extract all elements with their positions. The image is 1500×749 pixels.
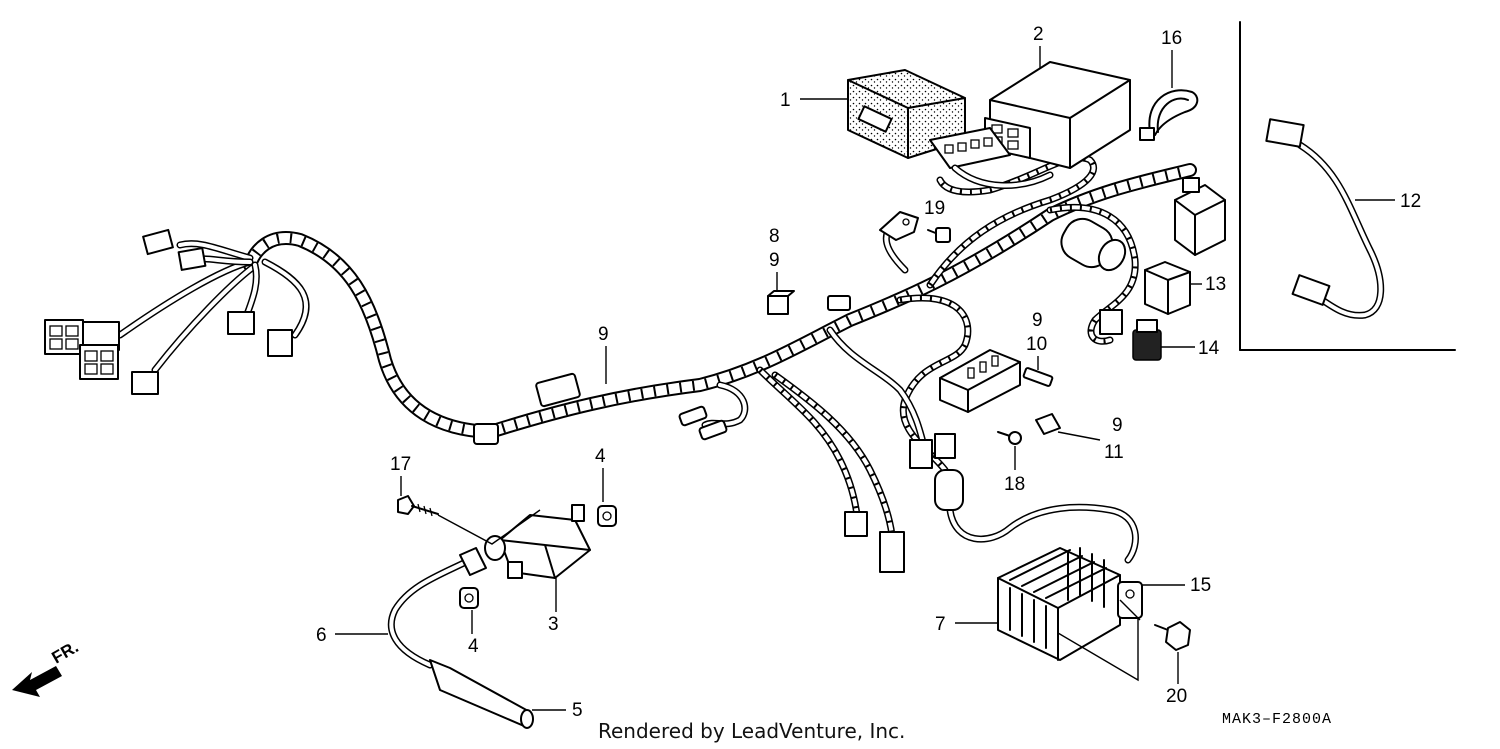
callout-1: 1 [780,90,848,111]
callout-6: 6 [316,625,388,646]
leader-17-to-3 [437,509,541,545]
callout-2-label: 2 [1033,24,1044,45]
part-7-regulator-rectifier [934,469,1139,661]
callout-19-label: 19 [924,198,945,219]
part-20-bolt [1154,621,1191,651]
part-19-bolt [927,227,951,243]
callout-8: 8 [769,226,780,247]
callout-9-clip-label: 9 [1112,415,1123,436]
fuse-box [939,349,1021,413]
callout-9-relay-label: 9 [769,250,780,271]
callout-4-upper-label: 4 [595,446,606,467]
callout-10-label: 10 [1026,334,1047,355]
callout-5-label: 5 [572,700,583,721]
callout-9-clip: 9 [1112,415,1123,436]
part-10-fuse [1022,367,1054,387]
callout-20-label: 20 [1166,686,1187,707]
part-14-connector [1132,319,1162,361]
front-arrow-icon [12,666,62,697]
callout-15: 15 [1142,575,1211,596]
callout-5: 5 [532,700,583,721]
spade-terminals [678,405,728,441]
callout-12-label: 12 [1400,191,1421,212]
left-connector-cluster [44,228,293,395]
callout-3: 3 [548,578,559,635]
harness-bracket [879,211,919,241]
callout-6-label: 6 [316,625,327,646]
footer-credit: Rendered by LeadVenture, Inc. [598,719,905,743]
callout-16: 16 [1161,28,1182,88]
part-12-cable [1265,118,1385,319]
assembly-leader-lines [1057,599,1141,682]
callout-9-fuse-label: 9 [1032,310,1043,331]
callout-14-label: 14 [1198,338,1220,359]
callout-20: 20 [1166,652,1187,707]
callout-9-fuse: 9 [1032,310,1043,331]
callout-4-upper: 4 [595,446,606,502]
callout-12: 12 [1355,191,1421,212]
part-15-collar [1117,581,1143,619]
callout-11: 11 [1057,431,1124,463]
part-8-small-relay [767,290,795,315]
part-6-high-tension-cord [387,547,487,669]
callout-11-label: 11 [1104,442,1124,463]
callout-2: 2 [1033,24,1044,68]
callout-3-label: 3 [548,614,559,635]
callout-7-label: 7 [935,614,946,635]
front-label: FR. [49,637,82,667]
lower-center-connectors [844,433,956,573]
part-11-clip [1035,413,1061,435]
right-switch-connector [1060,177,1226,335]
part-18-screw [997,431,1022,445]
callout-13-label: 13 [1205,274,1226,295]
callout-9-relay: 9 [769,250,780,292]
part-5-plug-cap [429,659,534,729]
part-3-ignition-coil [484,504,591,579]
diagram-code: MAK3–F2800A [1222,711,1332,728]
callout-18-label: 18 [1004,474,1025,495]
callout-9-harness-label: 9 [598,324,609,345]
front-direction-indicator: FR. [12,637,82,697]
part-17-bolt [397,495,439,517]
ecu-harness-connectors [929,127,1054,189]
callout-17-label: 17 [390,454,411,475]
callout-4-lower: 4 [468,610,479,657]
callout-16-label: 16 [1161,28,1182,49]
callout-15-label: 15 [1190,575,1211,596]
callout-18: 18 [1004,446,1025,495]
callout-9-harness: 9 [598,324,609,384]
part-4-collar-upper [597,505,617,527]
callout-1-label: 1 [780,90,791,111]
callout-19: 19 [924,198,945,219]
callout-10: 10 [1026,334,1047,370]
callout-14: 14 [1161,338,1220,359]
part-13-socket [1144,261,1191,315]
callout-13: 13 [1190,274,1226,295]
callout-17: 17 [390,454,411,496]
callout-7: 7 [935,614,998,635]
part-4-collar-lower [459,587,479,609]
part-16-band-strap [1139,89,1199,141]
inset-frame [1239,21,1456,351]
callout-8-label: 8 [769,226,780,247]
callout-4-lower-label: 4 [468,636,479,657]
